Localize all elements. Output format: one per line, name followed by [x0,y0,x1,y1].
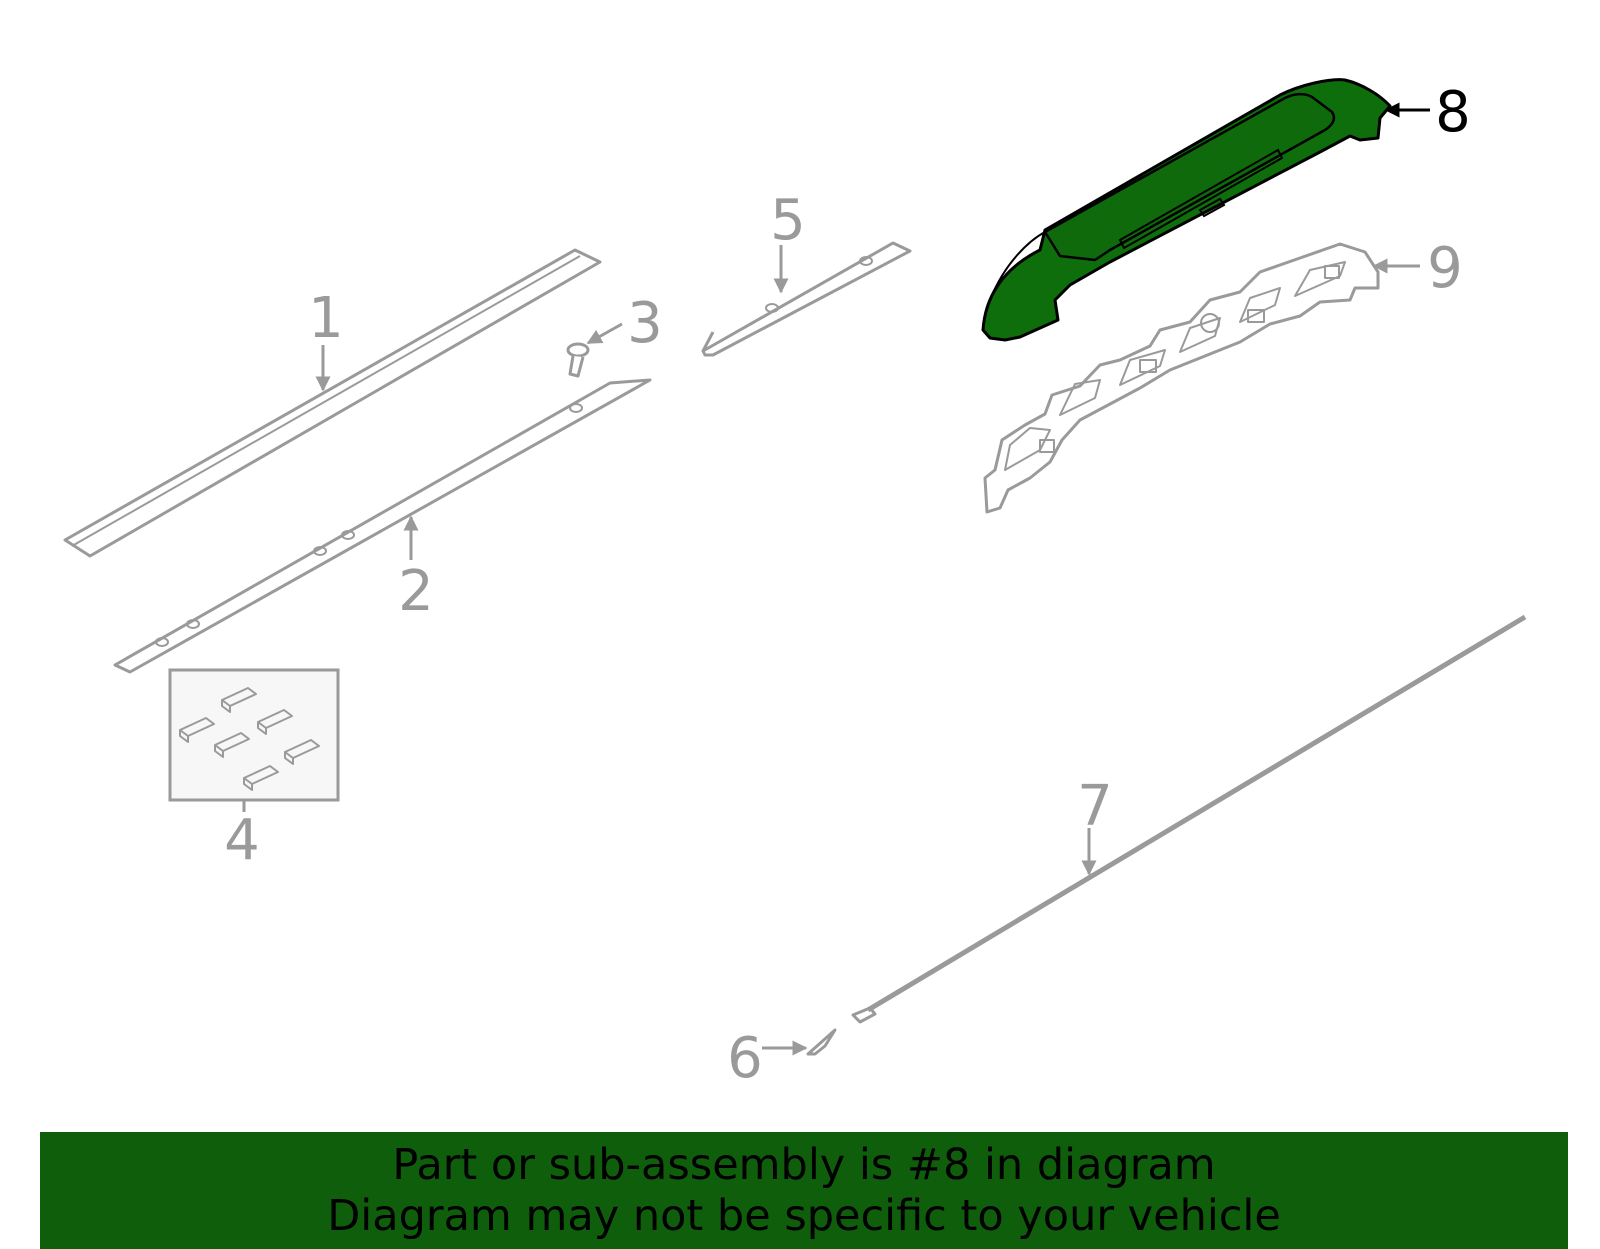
part-5-strip[interactable] [701,241,912,357]
callout-2: 2 [398,559,434,624]
part-8-roof-rail[interactable] [981,78,1392,342]
callout-7: 7 [1077,774,1113,839]
callout-6: 6 [727,1026,763,1091]
callout-8: 8 [1435,80,1471,145]
info-banner: Part or sub-assembly is #8 in diagram Di… [40,1132,1568,1249]
banner-line-1: Part or sub-assembly is #8 in diagram [392,1139,1216,1190]
callout-4: 4 [224,808,260,873]
leader-3 [586,322,623,345]
callout-9: 9 [1427,236,1463,301]
part-3-clip[interactable] [566,342,590,378]
part-4-clip-kit[interactable] [168,668,340,802]
part-7-molding[interactable] [851,614,1527,1024]
callout-1: 1 [308,286,344,351]
callout-5: 5 [770,188,806,253]
part-1-molding[interactable] [63,248,602,558]
part-6-end-cap[interactable] [806,1028,837,1056]
callout-3: 3 [627,291,663,356]
banner-line-2: Diagram may not be specific to your vehi… [327,1190,1281,1241]
part-2-strip[interactable] [113,378,652,674]
part-9-bracket[interactable] [983,242,1380,514]
